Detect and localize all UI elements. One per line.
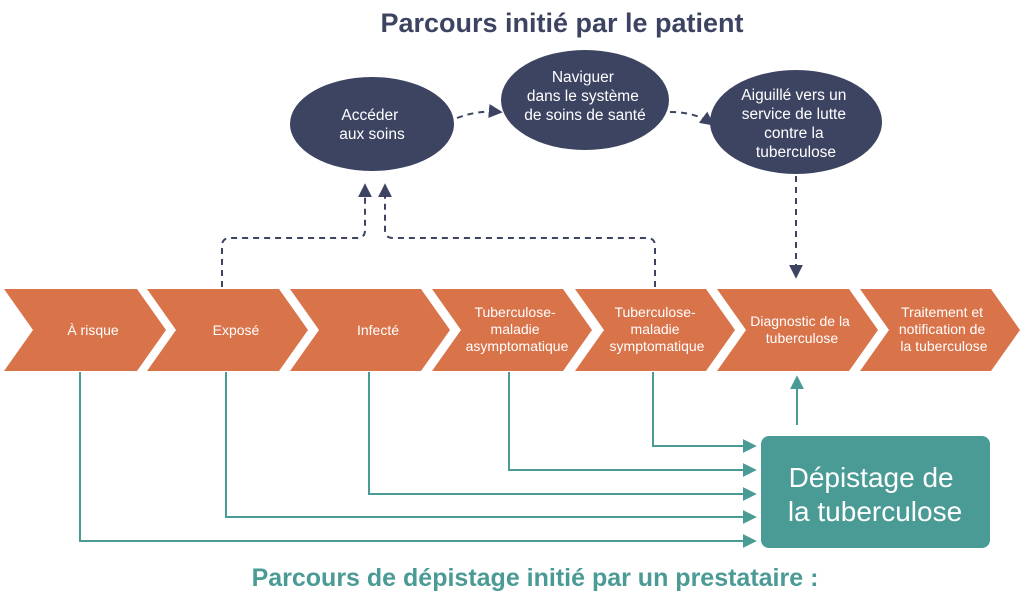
patient-step-label: Naviguer dans le système de soins de san… [524, 69, 646, 124]
stage-label: Traitement et notification de la tubercu… [899, 304, 989, 354]
stage-symptomatic-tb: Tuberculose- maladie symptomatique [575, 289, 735, 371]
patient-step-navigate-system: Naviguer dans le système de soins de san… [501, 50, 669, 150]
teal-arrow-infected-to-screening [368, 372, 757, 501]
tb-screening-box: Dépistage de la tuberculose [761, 436, 990, 548]
stage-label: Diagnostic de la tuberculose [750, 313, 854, 346]
stage-infected: Infecté [290, 289, 450, 371]
teal-arrow-at-risk-to-screening [79, 372, 757, 548]
teal-arrow-symptomatic-to-screening [652, 372, 757, 453]
stage-label: Tuberculose- maladie symptomatique [610, 304, 705, 354]
stage-asymptomatic-tb: Tuberculose- maladie asymptomatique [432, 289, 592, 371]
screening-box-label: Dépistage de la tuberculose [788, 462, 962, 527]
stage-tb-diagnosis: Diagnostic de la tuberculose [717, 289, 878, 371]
stage-exposed: Exposé [147, 289, 308, 371]
stage-label: À risque [67, 322, 119, 338]
stage-treatment-notification: Traitement et notification de la tubercu… [860, 289, 1020, 371]
dashed-arrow-symptomatic-to-access [378, 183, 656, 287]
dashed-arrow-navigate-to-referred [669, 111, 715, 126]
patient-step-access-care: Accéder aux soins [290, 77, 454, 171]
stage-label: Exposé [213, 322, 260, 338]
patient-step-label: Aiguillé vers un service de lutte contre… [741, 87, 850, 161]
provider-pathway-title: Parcours de dépistage initié par un pres… [252, 564, 819, 592]
patient-pathway-title: Parcours initié par le patient [380, 8, 743, 38]
teal-arrow-asymptomatic-to-screening [508, 372, 757, 477]
patient-step-referred-tb-service: Aiguillé vers un service de lutte contre… [710, 70, 882, 174]
dashed-arrow-exposed-to-access [221, 183, 372, 287]
teal-arrow-exposed-to-screening [225, 372, 757, 524]
stage-label: Tuberculose- maladie asymptomatique [466, 304, 569, 354]
stage-label: Infecté [357, 322, 399, 338]
dashed-arrow-access-to-navigate [456, 104, 503, 119]
stage-at-risk: À risque [4, 289, 166, 371]
patient-step-label: Accéder aux soins [339, 107, 405, 143]
